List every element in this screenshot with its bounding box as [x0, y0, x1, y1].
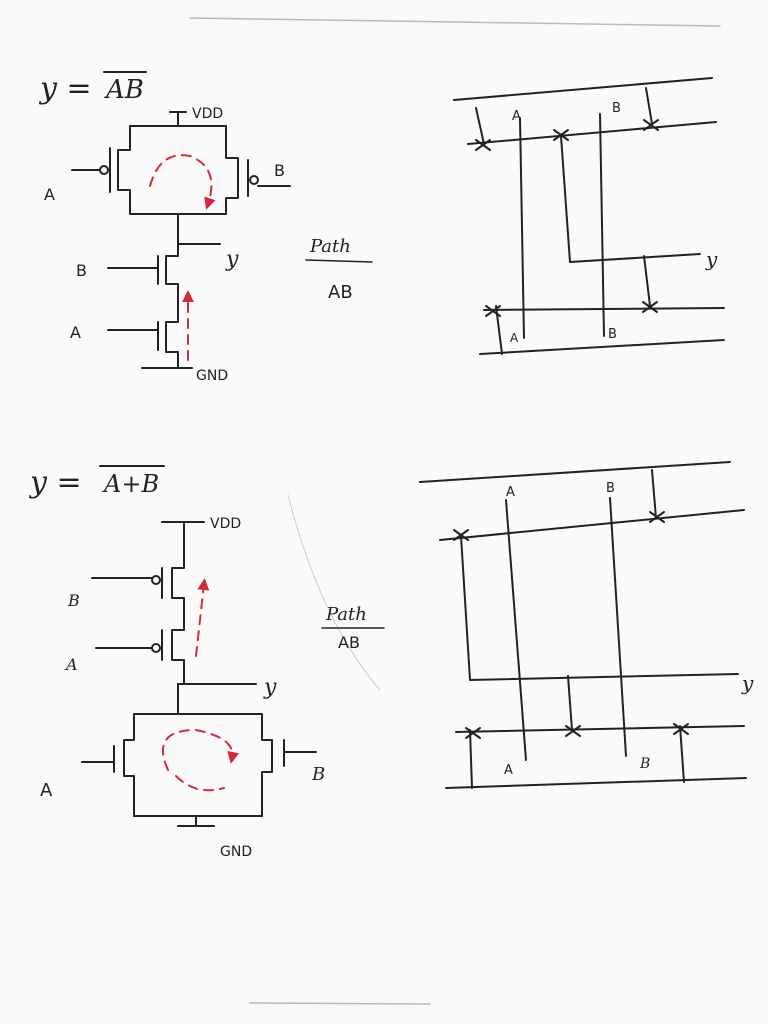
nand-section: y = AB VDD A B y B A	[38, 71, 725, 384]
nor-input-a-bottom: A	[40, 780, 53, 801]
nor-ndiff-line	[455, 725, 745, 733]
nor-gnd-line	[445, 777, 747, 789]
nor-poly-b	[609, 497, 627, 757]
nand-path-label: Path	[309, 236, 351, 257]
nand-nmos-series	[165, 243, 179, 369]
nor-layout-output: y	[741, 671, 754, 695]
nand-gnd-line	[479, 339, 725, 355]
nor-input-a-top: A	[64, 655, 78, 674]
nor-pdiff-line	[439, 509, 745, 541]
nor-layout-top-a: A	[506, 485, 515, 500]
nand-poly-b	[599, 113, 605, 337]
nand-output-stick	[560, 135, 701, 263]
page-edge-top	[189, 17, 721, 27]
nor-equation-rhs: A+B	[102, 470, 159, 498]
nor-nmos-b	[261, 713, 273, 817]
nor-layout-bottom-a: A	[504, 763, 513, 778]
nand-pdiff-line	[467, 121, 717, 145]
nor-layout-bottom-b: B	[639, 756, 650, 772]
nand-input-a-bottom: A	[70, 323, 81, 342]
nor-path-label: Path	[325, 604, 367, 625]
page-edge-bottom	[249, 1002, 431, 1005]
nor-stick-layout: y A B A B	[419, 461, 754, 789]
nor-input-b-top: B	[67, 591, 80, 610]
nor-output-stick	[460, 535, 739, 681]
nor-pmos-series	[171, 521, 185, 685]
nand-input-b-top: B	[274, 161, 285, 180]
nand-layout-bottom-b: B	[608, 327, 617, 342]
nand-input-a-top: A	[44, 185, 55, 204]
nor-equation-lhs: y =	[28, 465, 82, 500]
nand-pmos-b-bubble	[249, 175, 259, 185]
nor-nmos-path-arrow	[162, 728, 240, 771]
nand-pmos-a-bubble	[99, 165, 109, 175]
nand-vdd-label: VDD	[192, 106, 223, 122]
nor-poly-a	[505, 499, 527, 761]
nor-output-label: y	[263, 675, 277, 700]
nand-poly-a	[519, 117, 525, 339]
nor-layout-top-b: B	[606, 481, 615, 496]
nor-nmos-a	[123, 713, 135, 817]
nand-equation-rhs: AB	[104, 75, 144, 105]
nor-section: y = A+B VDD B A y A B	[28, 461, 754, 860]
nor-gnd-label: GND	[220, 844, 252, 860]
nor-vdd-line	[419, 461, 731, 483]
nand-pmos-b	[225, 125, 239, 215]
nand-layout-top-a: A	[512, 109, 521, 124]
nand-pmos-a	[117, 125, 131, 215]
paper-fold-line	[287, 494, 381, 691]
nand-pmos-path-arrow	[149, 154, 216, 210]
nand-vdd-line	[453, 77, 713, 101]
nand-gnd-label: GND	[196, 368, 228, 384]
nand-layout-top-b: B	[612, 101, 621, 116]
nor-path-value: AB	[338, 633, 360, 652]
nor-vdd-label: VDD	[210, 516, 241, 532]
nand-ndiff-line	[483, 307, 725, 311]
nand-output-label: y	[225, 247, 239, 272]
nand-equation-lhs: y =	[38, 71, 92, 106]
nand-input-b-bottom: B	[76, 261, 87, 280]
nand-layout-output: y	[705, 247, 718, 271]
nand-layout-bottom-a: A	[510, 331, 519, 345]
nand-stick-layout: y A B A B	[453, 77, 725, 355]
nor-pmos-path-arrow	[195, 578, 210, 657]
nand-path-value: AB	[328, 282, 353, 303]
nor-input-b-bottom: B	[311, 764, 325, 785]
